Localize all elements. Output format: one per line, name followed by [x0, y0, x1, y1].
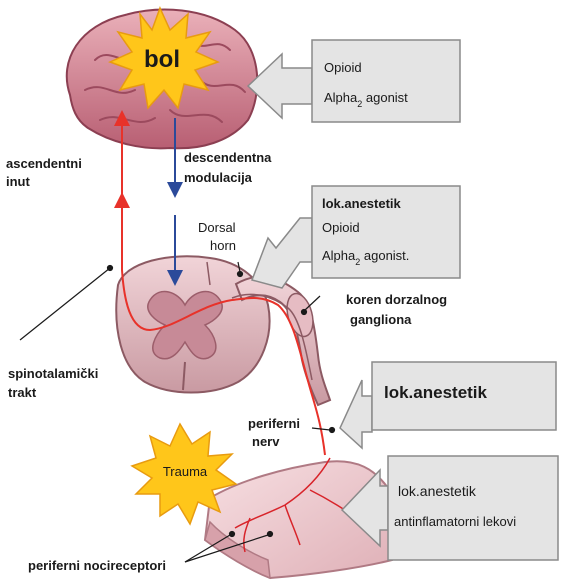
dorsal-horn-label-line2: horn: [210, 238, 236, 253]
brain-box-opioid: Opioid: [324, 60, 362, 75]
nerve-drug-box: lok.anestetik: [340, 362, 556, 448]
dorsal-box-opioid: Opioid: [322, 220, 360, 235]
skin-box-antiinflammatory: antinflamatorni lekovi: [394, 514, 516, 529]
pain-label: bol: [144, 46, 180, 73]
descending-label-line2: modulacija: [184, 170, 253, 185]
nerve-label-line1: periferni: [248, 416, 300, 431]
brain-drug-box: Opioid Alpha2 agonist: [248, 40, 460, 122]
descending-label-line1: descendentna: [184, 150, 272, 165]
nerve-label-line2: nerv: [252, 434, 280, 449]
ascending-label-line1: ascendentni: [6, 156, 82, 171]
nociceptors-label: periferni nocireceptori: [28, 558, 166, 573]
root-label-line2: gangliona: [350, 312, 412, 327]
nerve-box-title: lok.anestetik: [384, 383, 488, 402]
dorsal-box-title: lok.anestetik: [322, 196, 402, 211]
skin-box-anesthetic: lok.anestetik: [398, 483, 477, 499]
trauma-label: Trauma: [163, 464, 208, 479]
spinal-cord: [116, 256, 269, 392]
dorsal-drug-box: lok.anestetik Opioid Alpha2 agonist.: [252, 186, 460, 288]
spinothalamic-label-line2: trakt: [8, 385, 37, 400]
dorsal-horn-label-line1: Dorsal: [198, 220, 236, 235]
root-label-line1: koren dorzalnog: [346, 292, 447, 307]
ascending-label-line2: inut: [6, 174, 30, 189]
spinothalamic-label-line1: spinotalamički: [8, 366, 98, 381]
